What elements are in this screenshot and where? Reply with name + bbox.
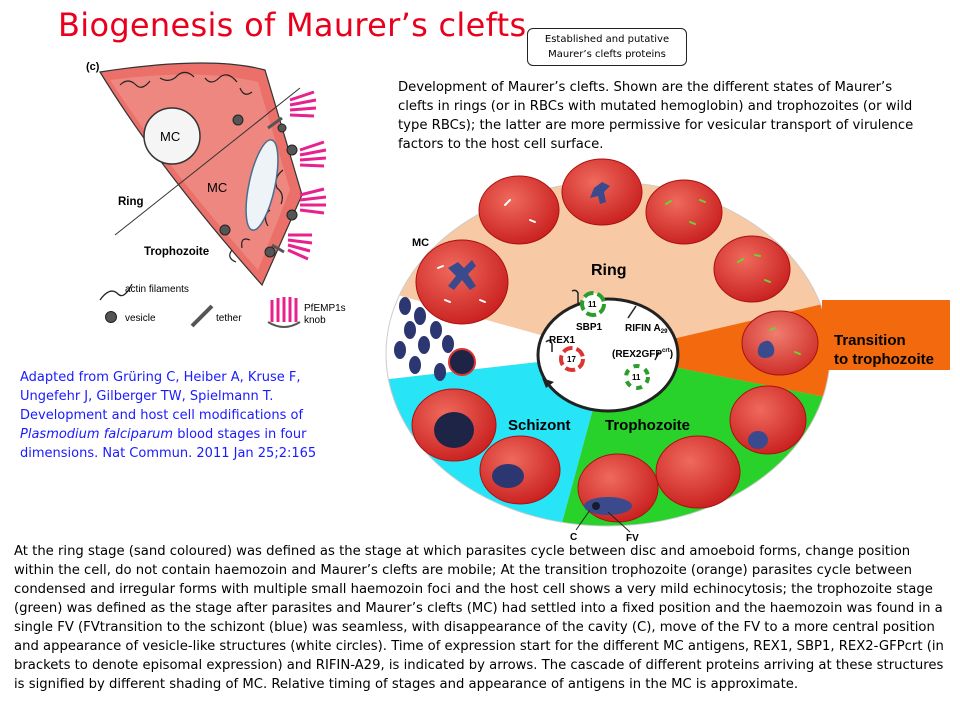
cell-troph-1 — [729, 385, 807, 455]
merozoites — [394, 297, 454, 381]
ring-label: Ring — [118, 196, 144, 208]
schizont-stage-label: Schizont — [508, 417, 571, 434]
vesicle-legend-icon — [105, 311, 117, 323]
figure-description: Development of Maurer’s clefts. Shown ar… — [398, 80, 914, 152]
cell-troph-2 — [655, 435, 741, 509]
badge-rex1 — [559, 346, 585, 372]
rifin-text: RIFIN A — [625, 323, 661, 334]
cycle-arrowhead — [542, 378, 554, 388]
badge-label-3: 11 — [632, 373, 641, 382]
badge-rex2 — [624, 364, 650, 390]
sbp1-label: SBP1 — [576, 322, 603, 333]
merozoite-cell — [448, 348, 476, 376]
knob-legend-icon — [267, 297, 301, 328]
trophozoite-stage-label: Trophozoite — [605, 417, 690, 434]
legend-pfemp1: PfEMP1s — [304, 303, 346, 314]
cell-ring-1 — [415, 239, 509, 325]
citation: Adapted from Grüring C, Heiber A, Kruse … — [20, 368, 330, 463]
stage-divider — [114, 87, 301, 236]
cell-ring-5 — [713, 235, 791, 303]
mc-dots — [437, 199, 536, 303]
transition-bar — [822, 300, 950, 370]
transition-label-2: to trophozoite — [834, 351, 934, 368]
rex2-label: (REX2GFPcrt) — [612, 348, 673, 360]
rex2-close: ) — [670, 349, 673, 360]
caption: At the ring stage (sand coloured) was de… — [14, 544, 944, 692]
rex2-sup: crt — [662, 348, 670, 354]
mc-label-1: MC — [160, 129, 180, 144]
legend-vesicle: vesicle — [125, 313, 156, 324]
fv-pointer — [607, 511, 631, 533]
ring-cells — [415, 158, 819, 376]
mc-cycle-label: MC — [412, 237, 429, 249]
rex2-text: (REX2GFP — [612, 349, 662, 360]
mc-label-2: MC — [207, 180, 227, 195]
badge-sbp1 — [580, 291, 606, 317]
knobs — [287, 90, 327, 261]
cell-ring-4 — [645, 179, 723, 245]
schizont-parasite-1 — [434, 412, 474, 448]
trophozoite-label: Trophozoite — [144, 246, 209, 258]
legend-knob: knob — [304, 315, 326, 326]
mc-cleft-2 — [245, 139, 279, 231]
tether-legend-icon — [190, 304, 214, 328]
panel-c: (c) MC MC Ring Trophozoite — [86, 61, 346, 328]
badge-label-1: 11 — [588, 300, 597, 309]
fv-dot — [592, 502, 600, 510]
antigen-arrows — [545, 289, 660, 361]
cavity-pointer — [575, 509, 591, 531]
proteins-box-line1: Established and putative — [544, 34, 670, 45]
antigen-badges — [559, 291, 650, 390]
cavity-label: C — [570, 532, 577, 543]
citation-species: Plasmodium falciparum — [20, 427, 174, 442]
rex1-label: REX1 — [549, 335, 576, 346]
parasites — [448, 182, 775, 358]
rifin-label: RIFIN A29 — [625, 323, 668, 335]
mc-green-dots — [665, 199, 801, 355]
badge-label-2: 17 — [567, 355, 576, 364]
mc-cleft-1 — [143, 107, 201, 165]
troph-parasite-2 — [584, 497, 632, 515]
cell-ring-2 — [478, 175, 560, 245]
page-title: Biogenesis of Maurer’s clefts — [58, 6, 527, 44]
vesicles — [219, 114, 298, 258]
troph-parasite-1 — [748, 431, 768, 449]
legend-tether: tether — [216, 313, 242, 324]
tethers — [267, 116, 285, 254]
citation-journal: blood stages in four dimensions. Nat Com… — [20, 427, 317, 461]
actin-legend-icon — [99, 283, 133, 301]
panel-c-label: (c) — [86, 61, 100, 73]
cell-transition — [741, 310, 819, 376]
cycle-diagram: Transition to trophozoite — [385, 158, 950, 544]
proteins-box-line2: Maurer’s clefts proteins — [548, 49, 666, 60]
transition-label-1: Transition — [834, 332, 906, 349]
schizont-parasite-2 — [492, 464, 524, 488]
fv-label: FV — [626, 533, 639, 544]
ring-stage-label: Ring — [591, 262, 627, 279]
rifin-sub: 29 — [661, 329, 668, 335]
citation-text: Adapted from Grüring C, Heiber A, Kruse … — [20, 370, 304, 423]
legend-actin: actin filaments — [125, 284, 189, 295]
proteins-box: Established and putative Maurer’s clefts… — [527, 28, 687, 66]
